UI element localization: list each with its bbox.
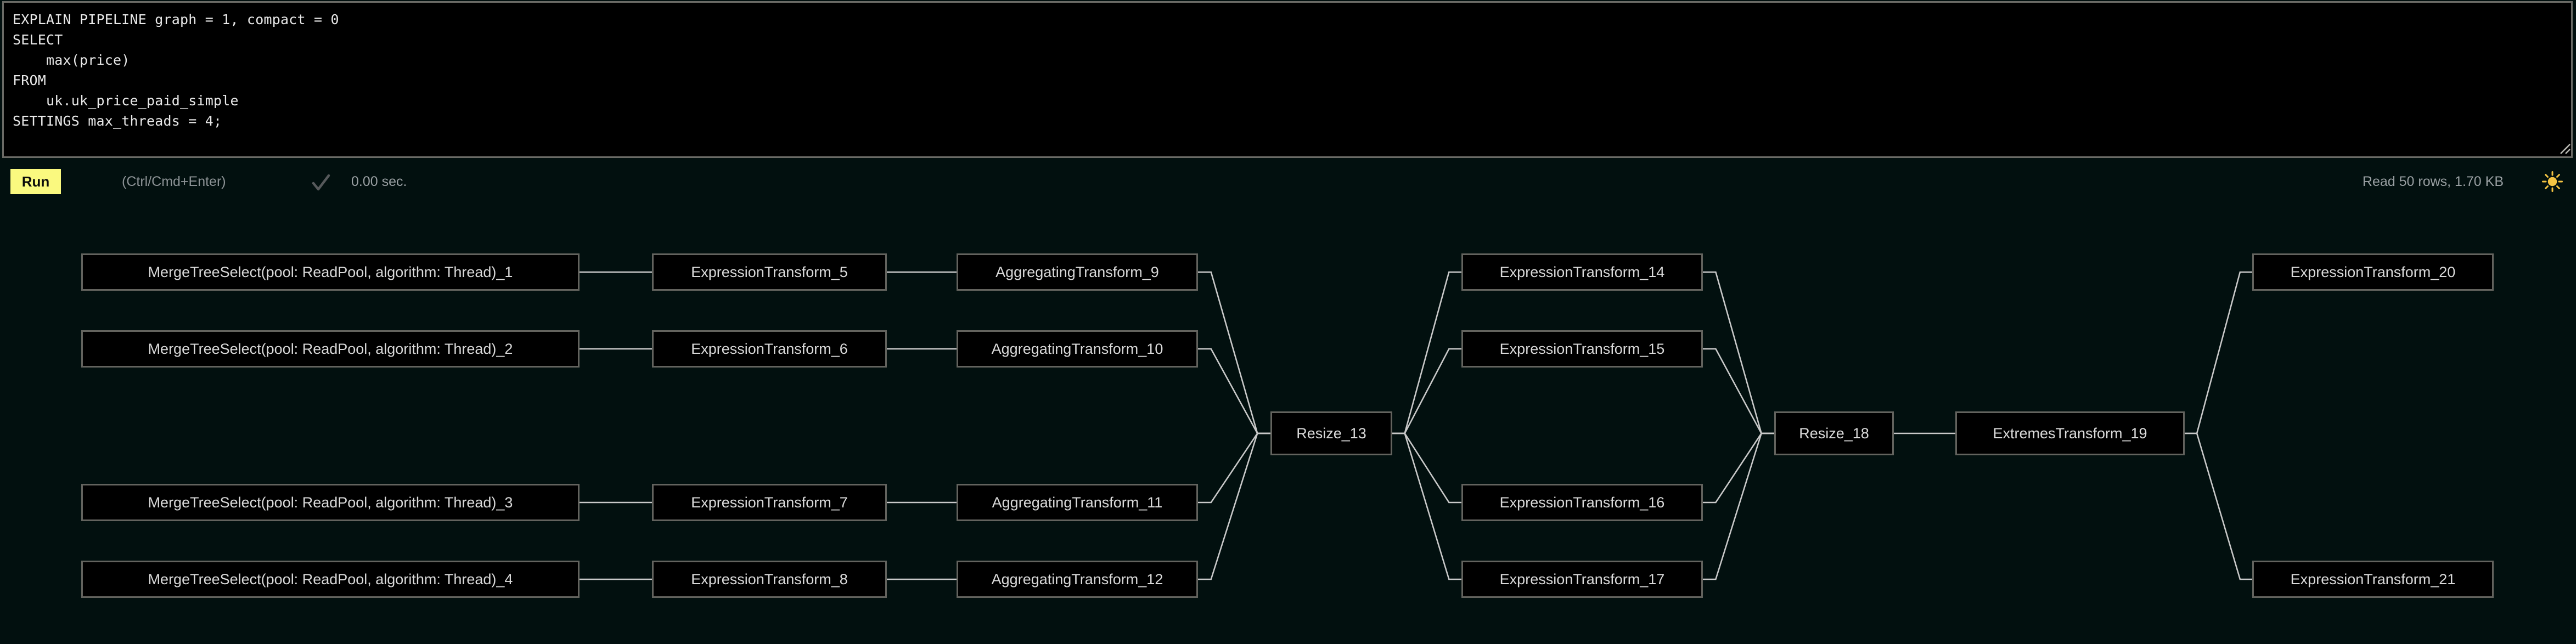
graph-node-label: MergeTreeSelect(pool: ReadPool, algorith…	[148, 340, 513, 357]
graph-node-label: AggregatingTransform_9	[995, 263, 1159, 280]
query-editor-panel	[0, 0, 2576, 159]
graph-edge	[2185, 432, 2252, 580]
graph-node-label: ExpressionTransform_21	[2290, 570, 2456, 587]
graph-node-label: Resize_13	[1296, 425, 1366, 442]
graph-node-label: MergeTreeSelect(pool: ReadPool, algorith…	[148, 494, 513, 511]
graph-node-n9[interactable]: AggregatingTransform_9	[957, 253, 1198, 291]
graph-node-n12[interactable]: AggregatingTransform_12	[957, 561, 1198, 598]
graph-node-label: ExpressionTransform_5	[691, 263, 848, 280]
graph-edge	[1198, 432, 1270, 504]
graph-edge	[1703, 432, 1774, 504]
graph-node-n20[interactable]: ExpressionTransform_20	[2252, 253, 2494, 291]
graph-node-label: AggregatingTransform_10	[991, 340, 1163, 357]
sql-query-editor[interactable]	[2, 1, 2573, 158]
read-stats: Read 50 rows, 1.70 KB	[2362, 174, 2504, 189]
graph-edge	[1703, 432, 1774, 580]
graph-node-n8[interactable]: ExpressionTransform_8	[652, 561, 887, 598]
graph-node-n11[interactable]: AggregatingTransform_11	[957, 484, 1198, 521]
graph-node-n16[interactable]: ExpressionTransform_16	[1461, 484, 1703, 521]
graph-node-n17[interactable]: ExpressionTransform_17	[1461, 561, 1703, 598]
graph-node-label: ExpressionTransform_20	[2290, 263, 2456, 280]
graph-edge	[1703, 348, 1774, 434]
graph-edge	[1392, 348, 1461, 434]
graph-node-label: ExpressionTransform_7	[691, 494, 848, 511]
pipeline-graph[interactable]: MergeTreeSelect(pool: ReadPool, algorith…	[0, 204, 2576, 644]
check-icon	[312, 174, 330, 191]
graph-node-n18[interactable]: Resize_18	[1774, 411, 1894, 455]
graph-edge	[1198, 348, 1270, 434]
graph-node-n4[interactable]: MergeTreeSelect(pool: ReadPool, algorith…	[81, 561, 580, 598]
sun-icon[interactable]	[2542, 171, 2563, 192]
query-toolbar: Run (Ctrl/Cmd+Enter) 0.00 sec. Read 50 r…	[0, 159, 2576, 204]
elapsed-time: 0.00 sec.	[351, 174, 407, 189]
graph-node-n7[interactable]: ExpressionTransform_7	[652, 484, 887, 521]
graph-node-label: AggregatingTransform_12	[991, 570, 1163, 587]
graph-node-n15[interactable]: ExpressionTransform_15	[1461, 330, 1703, 368]
graph-node-n2[interactable]: MergeTreeSelect(pool: ReadPool, algorith…	[81, 330, 580, 368]
graph-edge	[1198, 432, 1270, 580]
graph-edge	[1392, 432, 1461, 504]
graph-node-label: ExpressionTransform_17	[1499, 570, 1665, 587]
graph-edge	[1392, 432, 1461, 580]
graph-node-n13[interactable]: Resize_13	[1270, 411, 1392, 455]
graph-node-n5[interactable]: ExpressionTransform_5	[652, 253, 887, 291]
graph-node-label: MergeTreeSelect(pool: ReadPool, algorith…	[148, 570, 513, 587]
graph-node-label: AggregatingTransform_11	[992, 494, 1163, 511]
graph-node-label: ExpressionTransform_14	[1499, 263, 1665, 280]
graph-node-label: ExpressionTransform_6	[691, 340, 848, 357]
graph-node-n21[interactable]: ExpressionTransform_21	[2252, 561, 2494, 598]
graph-node-label: ExtremesTransform_19	[1993, 425, 2147, 442]
graph-node-label: ExpressionTransform_15	[1499, 340, 1665, 357]
graph-node-n3[interactable]: MergeTreeSelect(pool: ReadPool, algorith…	[81, 484, 580, 521]
graph-node-n10[interactable]: AggregatingTransform_10	[957, 330, 1198, 368]
graph-node-n14[interactable]: ExpressionTransform_14	[1461, 253, 1703, 291]
graph-node-label: MergeTreeSelect(pool: ReadPool, algorith…	[148, 263, 513, 280]
graph-node-n19[interactable]: ExtremesTransform_19	[1955, 411, 2185, 455]
graph-edge	[1703, 271, 1774, 434]
graph-node-n1[interactable]: MergeTreeSelect(pool: ReadPool, algorith…	[81, 253, 580, 291]
graph-edges	[580, 271, 2252, 580]
graph-node-n6[interactable]: ExpressionTransform_6	[652, 330, 887, 368]
run-button[interactable]: Run	[10, 169, 61, 194]
graph-edge	[2185, 271, 2252, 434]
graph-node-label: Resize_18	[1799, 425, 1869, 442]
graph-edge	[1198, 271, 1270, 434]
shortcut-hint: (Ctrl/Cmd+Enter)	[122, 174, 226, 189]
graph-node-label: ExpressionTransform_16	[1499, 494, 1665, 511]
graph-edge	[1392, 271, 1461, 434]
graph-node-label: ExpressionTransform_8	[691, 570, 848, 587]
